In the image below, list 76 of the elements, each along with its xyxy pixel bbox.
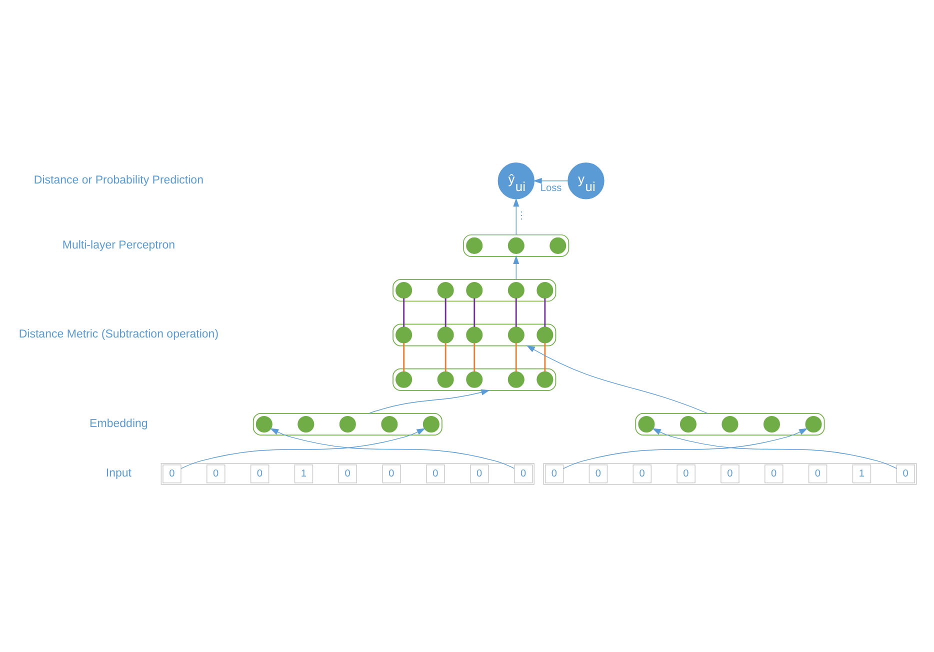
node-circle [680,415,696,432]
node-box: 0 [764,464,784,483]
node-box: 0 [720,464,740,483]
cluster [463,234,570,256]
node-box: 0 [514,464,533,483]
node-circle [550,236,566,254]
node-circle [508,370,524,388]
connector [544,298,546,326]
node-circle [466,236,483,254]
node-box: 0 [426,464,445,483]
node-circle [422,415,440,432]
node-box: 0 [470,464,489,483]
connector [444,342,446,372]
node-circle [508,326,524,343]
connector [474,342,476,372]
node-box: 0 [250,464,270,483]
node-circle [396,370,412,388]
cluster [392,368,556,390]
connector [544,342,546,372]
node-circle [508,236,524,254]
edge-label: ⋮ [516,210,527,221]
node-circle [722,415,738,432]
node-box: 1 [294,464,314,483]
connector [444,298,446,326]
node-circle [508,282,524,298]
arrow [270,428,515,468]
node-circle [396,326,412,343]
node-circle [536,282,554,298]
arrow [180,428,426,468]
label: Multi-layer Perceptron [62,238,176,251]
node-circle [396,282,412,298]
connector [403,342,405,372]
arrow [513,197,520,235]
node-box: 0 [896,464,916,483]
arrow [526,344,708,414]
node-box: 0 [338,464,358,483]
node-box: 0 [632,464,652,483]
arrow [563,428,808,468]
cluster [392,323,556,346]
node-circle [466,370,483,388]
connector [515,298,517,326]
edge-label: Loss [540,182,562,194]
node-circle [437,326,454,343]
label: Embedding [90,417,148,430]
cluster [392,278,556,302]
node-circle [339,415,356,432]
arrow [513,254,520,280]
label: Distance Metric (Subtraction operation) [18,328,219,340]
node-box: 0 [808,464,828,483]
node-circle [536,326,554,343]
connector [515,342,517,372]
node-box: 1 [852,464,872,483]
node-circle [466,326,483,343]
node-circle [763,415,780,432]
node-circle [437,370,454,388]
node-circle [437,282,454,298]
arrow [533,177,568,184]
label: Distance or Probability Prediction [34,174,204,186]
node-circle [466,282,483,298]
arrow [652,428,897,468]
node-circle [381,415,398,432]
node-box: 0 [382,464,401,483]
node-box: 0 [544,464,564,483]
node-circle [298,415,314,432]
connector [474,298,476,326]
node-box: 0 [588,464,608,483]
node-box: 0 [206,464,226,483]
label: Input [106,467,132,480]
arrow [368,388,490,414]
node-box: 0 [162,464,182,483]
node-circle [805,415,822,432]
node-circle [536,370,554,388]
node-circle [638,415,655,432]
node-circle [256,415,272,432]
connector [403,298,405,326]
node-box: 0 [676,464,696,483]
